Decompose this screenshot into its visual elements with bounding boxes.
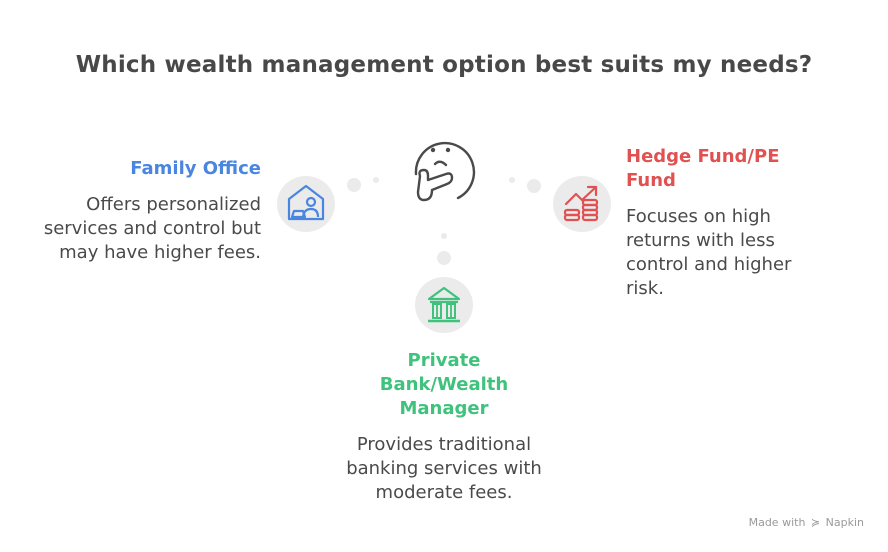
brand-name: Napkin (825, 516, 864, 529)
connector-dot (441, 233, 447, 239)
made-with-label: Made with (748, 516, 806, 529)
hedge-fund-heading: Hedge Fund/PE Fund (626, 146, 780, 191)
home-office-icon (286, 183, 326, 223)
bank-building-icon (426, 285, 462, 325)
family-office-icon-badge (277, 176, 335, 232)
page-title: Which wealth management option best suit… (75, 52, 813, 78)
private-bank-icon-badge (415, 277, 473, 333)
growth-coins-icon (562, 184, 602, 224)
hedge-fund-icon-badge (553, 176, 611, 232)
napkin-logo-icon: ≽ (810, 516, 821, 529)
connector-dot (373, 177, 379, 183)
private-bank-description: Provides traditional banking services wi… (346, 434, 542, 503)
hedge-fund-description: Focuses on high returns with less contro… (626, 206, 792, 299)
connector-dot (527, 179, 541, 193)
connector-dot (347, 178, 361, 192)
family-office-description: Offers personalized services and control… (43, 194, 261, 263)
private-bank-heading: Private Bank/Wealth Manager (379, 350, 509, 419)
family-office-heading: Family Office (130, 158, 261, 179)
made-with-napkin: Made with ≽ Napkin (749, 516, 864, 529)
connector-dot (509, 177, 515, 183)
connector-dot (437, 251, 451, 265)
thinking-face-icon (410, 132, 476, 206)
